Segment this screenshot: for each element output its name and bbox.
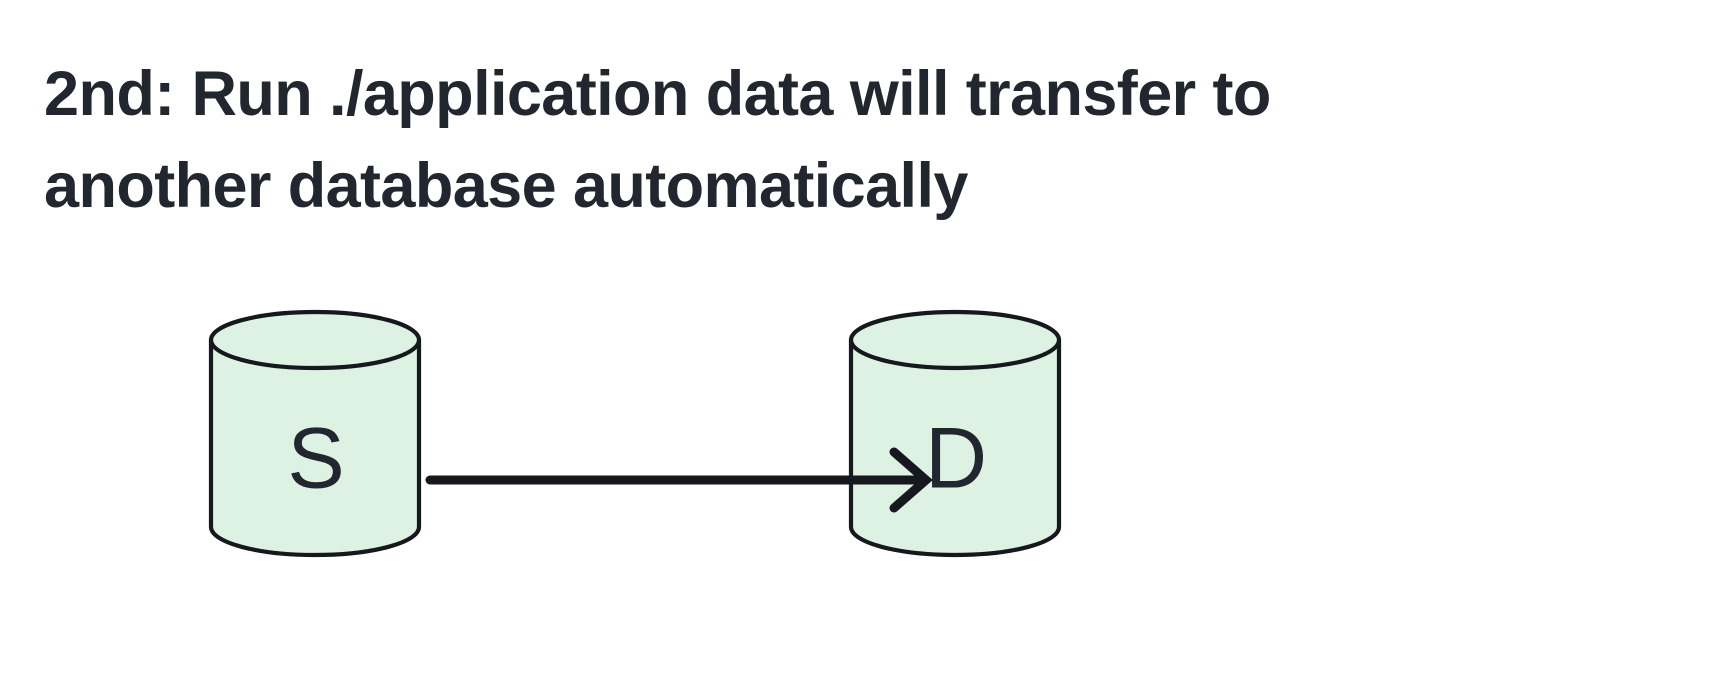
transfer-arrow-head-icon — [889, 447, 933, 513]
transfer-arrow[interactable] — [425, 447, 933, 513]
page-title: 2nd: Run ./application data will transfe… — [44, 48, 1494, 232]
destination-cylinder-label: D — [925, 411, 987, 507]
destination-database-cylinder[interactable]: D — [848, 309, 1062, 558]
page-title-line-2: another database automatically — [44, 151, 968, 221]
source-cylinder-top — [208, 309, 422, 371]
source-cylinder-body — [208, 337, 422, 558]
destination-cylinder-top — [848, 309, 1062, 371]
source-database-cylinder[interactable]: S — [208, 309, 422, 558]
page-title-line-1: 2nd: Run ./application data will transfe… — [44, 59, 1271, 129]
source-cylinder-label: S — [287, 411, 344, 507]
